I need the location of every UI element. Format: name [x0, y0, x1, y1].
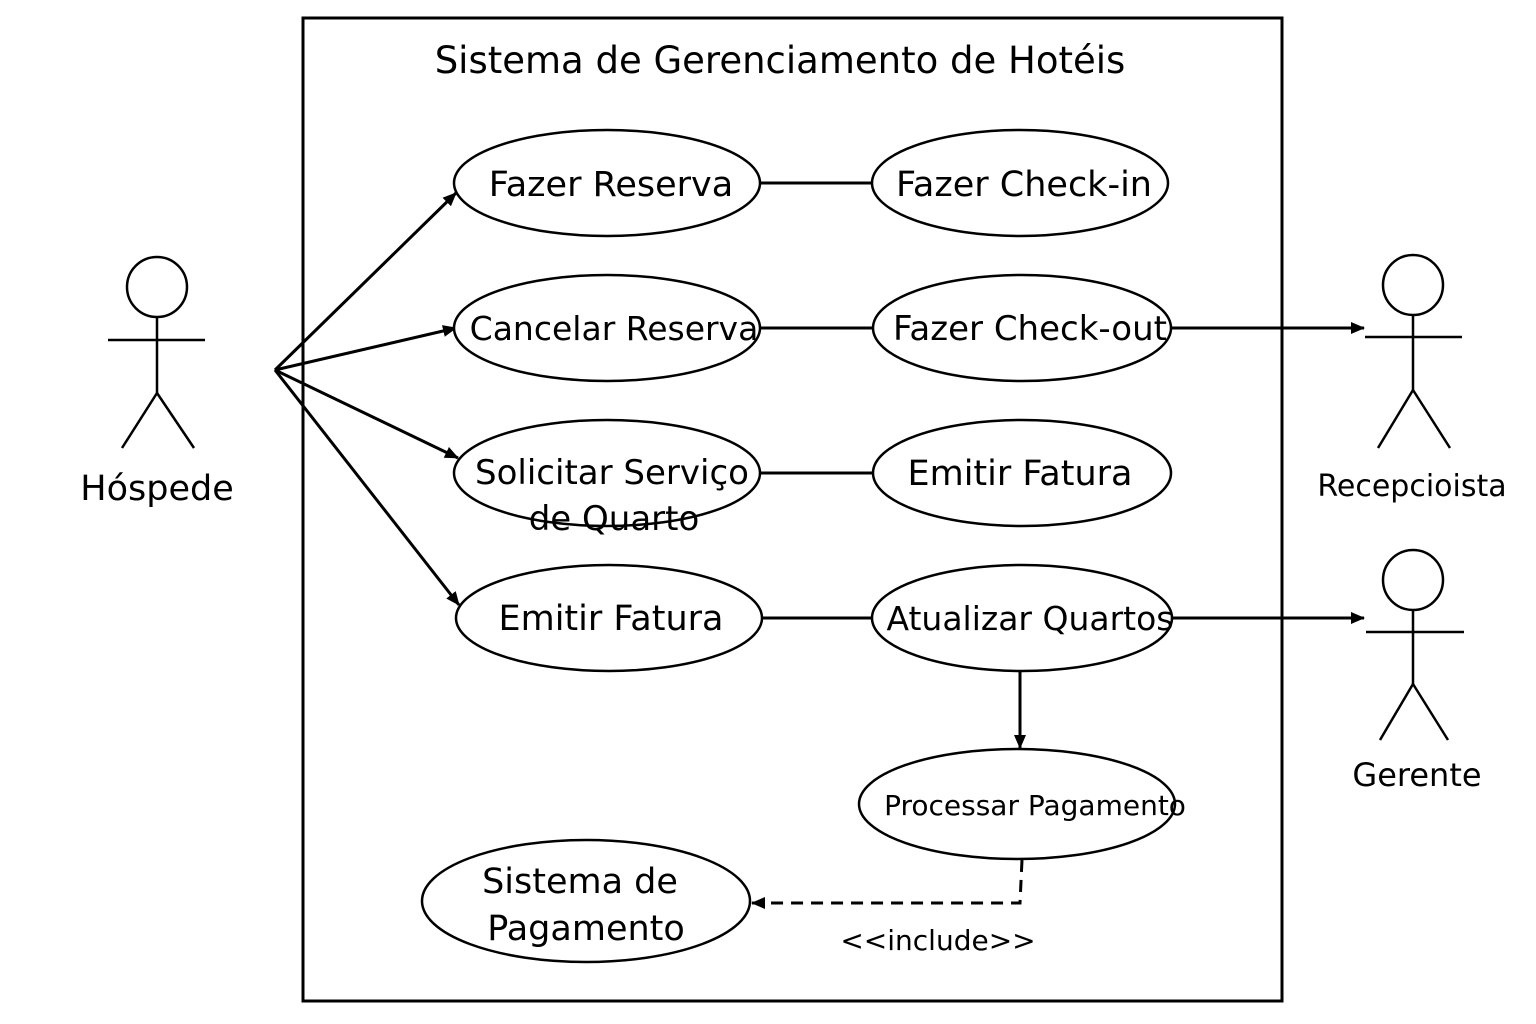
use-case-label: Atualizar Quartos	[886, 599, 1173, 638]
use-case-label: Fazer Reserva	[489, 165, 733, 205]
use-case-label: Fazer Check-in	[896, 165, 1152, 205]
actor-leg-right	[1411, 683, 1450, 741]
actor-head	[1381, 253, 1445, 317]
system-title: Sistema de Gerenciamento de Hotéis	[435, 39, 1126, 82]
use-case-label: Fazer Check-out	[893, 309, 1167, 349]
use-case-solicitar-servico[interactable]: Solicitar Serviço de Quarto	[452, 418, 762, 539]
use-case-fazer-checkout[interactable]: Fazer Check-out	[871, 273, 1173, 383]
use-case-label: Processar Pagamento	[884, 789, 1186, 822]
assoc-hospede-cancelar-reserva	[274, 325, 457, 372]
actor-gerente[interactable]: Gerente	[1352, 548, 1482, 794]
assoc-hospede-fazer-reserva	[273, 191, 458, 372]
actor-leg-left	[1378, 683, 1415, 741]
actor-hospede[interactable]: Hóspede	[80, 255, 234, 509]
include-relation	[751, 859, 1024, 909]
hospede-associations	[273, 191, 461, 606]
actor-head	[1381, 548, 1445, 612]
use-case-sistema-pagamento[interactable]: Sistema de Pagamento	[420, 838, 752, 964]
use-case-fazer-reserva[interactable]: Fazer Reserva	[452, 128, 762, 238]
use-case-emitir-fatura-left[interactable]: Emitir Fatura	[454, 563, 764, 673]
actor-leg-right	[155, 392, 196, 449]
use-case-processar-pagamento[interactable]: Processar Pagamento	[857, 747, 1186, 861]
actor-label: Recepcioista	[1317, 469, 1506, 504]
use-case-label: Emitir Fatura	[498, 599, 723, 639]
use-case-label: Cancelar Reserva	[470, 309, 759, 348]
use-case-cancelar-reserva[interactable]: Cancelar Reserva	[452, 273, 762, 383]
use-case-label: Pagamento	[487, 909, 685, 949]
actor-leg-left	[120, 392, 159, 449]
assoc-hospede-emitir-fatura	[273, 369, 461, 606]
use-case-label: Sistema de	[482, 862, 678, 902]
use-case-fazer-checkin[interactable]: Fazer Check-in	[870, 128, 1170, 238]
system-boundary	[301, 16, 1284, 1003]
actor-label: Hóspede	[80, 469, 233, 509]
actor-leg-left	[1376, 389, 1415, 449]
actor-recepcionista[interactable]: Recepcioista	[1317, 253, 1507, 504]
actor-leg-right	[1411, 389, 1452, 449]
assoc-hospede-solicitar-servico	[274, 368, 459, 460]
actor-label: Gerente	[1352, 756, 1481, 794]
actor-head	[125, 255, 189, 319]
use-case-emitir-fatura-right[interactable]: Emitir Fatura	[871, 418, 1173, 528]
include-label: <<include>>	[840, 924, 1035, 957]
use-case-label: de Quarto	[529, 499, 700, 539]
use-case-label: Solicitar Serviço	[475, 453, 749, 493]
use-case-label: Emitir Fatura	[907, 454, 1132, 494]
use-case-atualizar-quartos[interactable]: Atualizar Quartos	[870, 563, 1174, 673]
